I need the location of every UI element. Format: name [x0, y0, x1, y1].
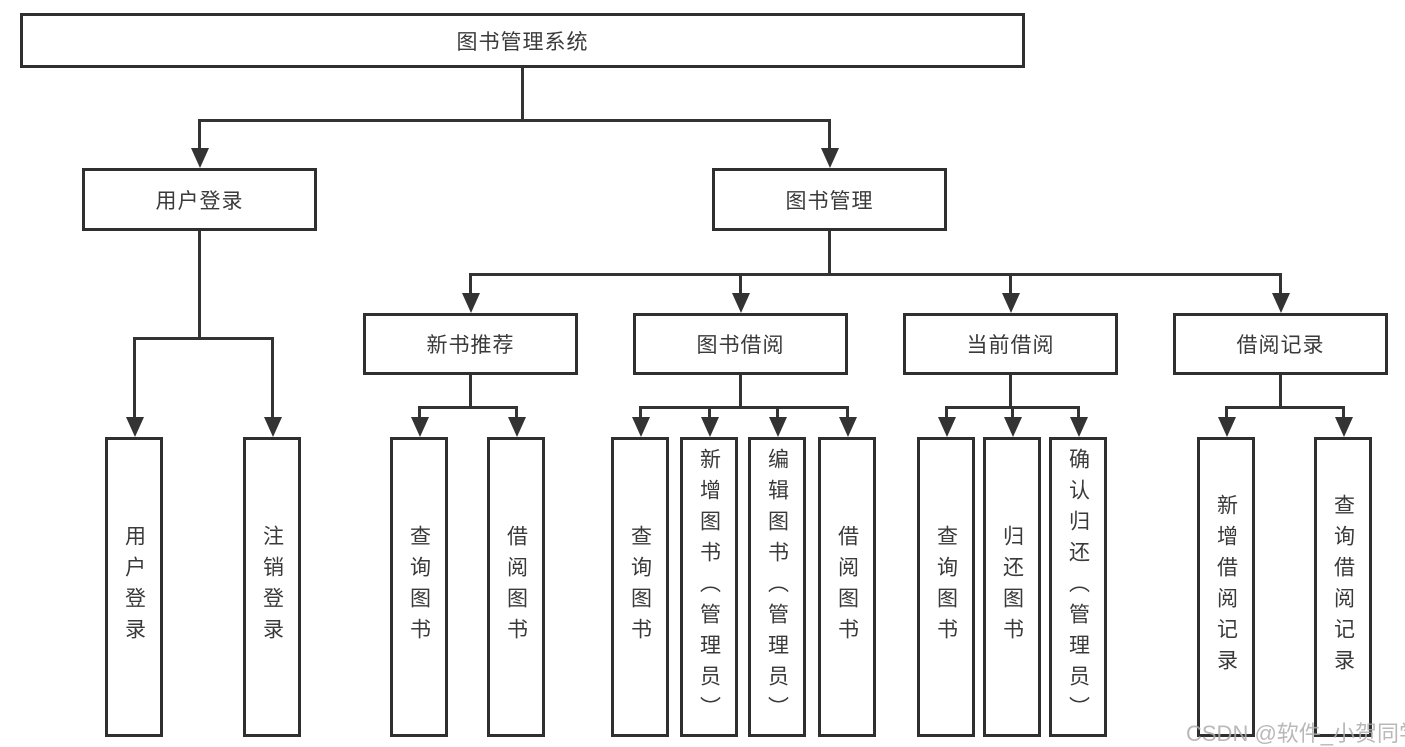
node-library-management-system: 图书管理系统 [20, 13, 1025, 68]
connector-drop-leaf [1342, 406, 1345, 419]
connector-drop-user-login [198, 119, 201, 149]
connector-book-management-branch [469, 273, 1282, 276]
leaf-label: 查询图书 [407, 525, 431, 649]
leaf-label: 借阅图书 [835, 525, 859, 649]
leaf-logout: 注销登录 [243, 437, 301, 737]
leaf-query-books-borrowing: 查询图书 [611, 437, 669, 737]
connector-drop-leaf [1011, 406, 1014, 419]
node-user-login: 用户登录 [82, 168, 317, 231]
leaf-add-book-admin: 新增图书（管理员） [680, 437, 738, 737]
leaf-label: 编辑图书（管理员） [765, 447, 789, 727]
leaf-borrow-books-recommend: 借阅图书 [487, 437, 545, 737]
arrow-down-icon [462, 293, 480, 313]
connector-stem [739, 375, 742, 409]
arrow-down-icon [701, 417, 719, 437]
arrow-down-icon [126, 417, 144, 437]
leaf-label: 借阅图书 [504, 525, 528, 649]
arrow-down-icon [632, 417, 650, 437]
connector-drop-level3 [1009, 273, 1012, 295]
connector-user-login-stem [198, 231, 201, 340]
connector-drop-leaf [776, 406, 779, 419]
leaf-label: 归还图书 [1000, 525, 1024, 649]
leaf-edit-book-admin: 编辑图书（管理员） [748, 437, 806, 737]
leaf-label: 用户登录 [122, 525, 146, 649]
leaf-label: 注销登录 [260, 525, 284, 649]
leaf-label: 查询图书 [628, 525, 652, 649]
node-new-book-recommend: 新书推荐 [363, 313, 578, 375]
leaf-label: 查询图书 [934, 525, 958, 649]
node-label: 当前借阅 [966, 334, 1055, 357]
arrow-down-icon [411, 417, 429, 437]
node-book-borrowing: 图书借阅 [633, 313, 848, 375]
leaf-label: 新增借阅记录 [1214, 494, 1238, 680]
connector-drop-leaf [271, 337, 274, 419]
leaf-query-borrow-record: 查询借阅记录 [1314, 437, 1372, 737]
connector-root-stem [521, 68, 524, 122]
arrow-down-icon [732, 293, 750, 313]
leaf-user-login: 用户登录 [105, 437, 163, 737]
arrow-down-icon [1272, 293, 1290, 313]
node-label: 图书借阅 [696, 334, 785, 357]
arrow-down-icon [769, 417, 787, 437]
connector-drop-leaf [1077, 406, 1080, 419]
connector-root-branch [198, 119, 831, 122]
csdn-watermark: CSDN @软件_小贺同学 [1186, 721, 1405, 746]
connector-stem [469, 375, 472, 409]
leaf-confirm-return-admin: 确认归还（管理员） [1049, 437, 1107, 737]
node-label: 新书推荐 [426, 334, 515, 357]
connector-drop-leaf [846, 406, 849, 419]
connector-stem [1279, 375, 1282, 409]
connector-branch [1225, 406, 1345, 409]
leaf-return-books: 归还图书 [983, 437, 1041, 737]
connector-drop-leaf [133, 337, 136, 419]
arrow-down-icon [264, 417, 282, 437]
connector-branch [418, 406, 518, 409]
connector-drop-level3 [1279, 273, 1282, 295]
node-label: 图书管理 [785, 189, 874, 213]
connector-branch [639, 406, 849, 409]
connector-user-login-branch [133, 337, 274, 340]
arrow-down-icon [821, 148, 839, 168]
connector-drop-leaf [639, 406, 642, 419]
connector-drop-level3 [739, 273, 742, 295]
leaf-borrow-books-borrowing: 借阅图书 [818, 437, 876, 737]
connector-drop-leaf [1225, 406, 1228, 419]
node-label: 用户登录 [155, 189, 244, 213]
connector-drop-leaf [708, 406, 711, 419]
arrow-down-icon [508, 417, 526, 437]
connector-stem [1009, 375, 1012, 409]
arrow-down-icon [1004, 417, 1022, 437]
arrow-down-icon [839, 417, 857, 437]
leaf-add-borrow-record: 新增借阅记录 [1197, 437, 1255, 737]
arrow-down-icon [1070, 417, 1088, 437]
node-current-borrowing: 当前借阅 [903, 313, 1118, 375]
connector-drop-leaf [515, 406, 518, 419]
arrow-down-icon [1218, 417, 1236, 437]
connector-book-management-stem [828, 231, 831, 276]
connector-drop-book-management [828, 119, 831, 149]
leaf-label: 新增图书（管理员） [697, 447, 721, 727]
leaf-query-books-recommend: 查询图书 [390, 437, 448, 737]
node-borrowing-records: 借阅记录 [1173, 313, 1388, 375]
arrow-down-icon [1335, 417, 1353, 437]
leaf-query-books-current: 查询图书 [917, 437, 975, 737]
node-label: 图书管理系统 [456, 30, 589, 54]
leaf-label: 确认归还（管理员） [1066, 447, 1090, 727]
node-label: 借阅记录 [1236, 334, 1325, 357]
connector-drop-leaf [945, 406, 948, 419]
arrow-down-icon [191, 148, 209, 168]
leaf-label: 查询借阅记录 [1331, 494, 1355, 680]
node-book-management: 图书管理 [712, 168, 947, 231]
arrow-down-icon [1002, 293, 1020, 313]
arrow-down-icon [938, 417, 956, 437]
connector-drop-level3 [469, 273, 472, 295]
connector-drop-leaf [418, 406, 421, 419]
